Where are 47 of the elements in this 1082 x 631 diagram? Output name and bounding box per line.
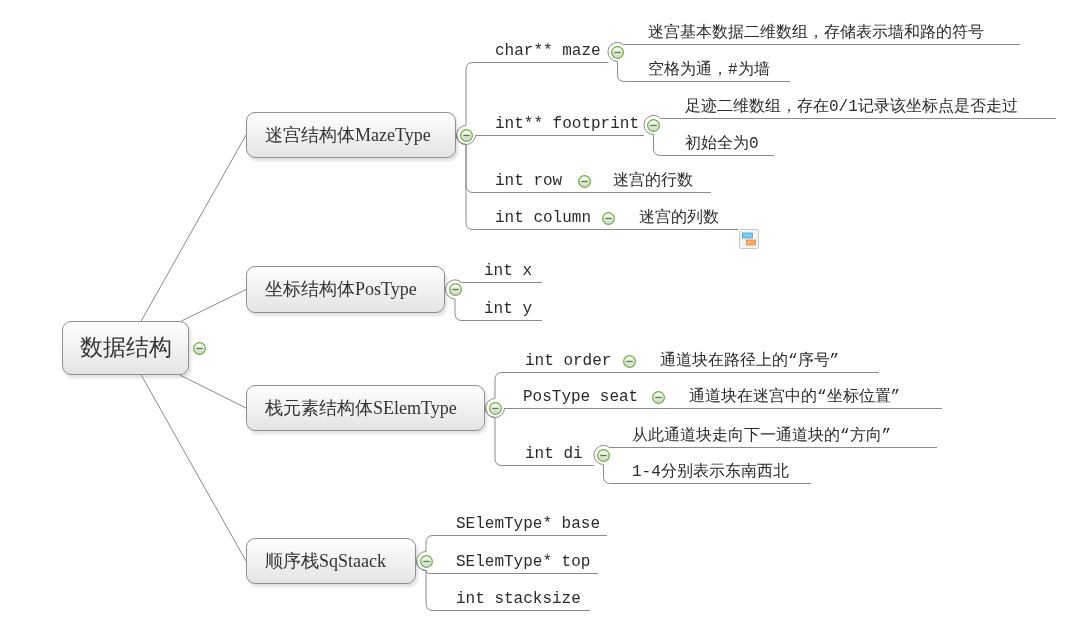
subtopic-text: PosType seat [504,387,646,409]
branch-line [618,372,641,373]
subtopic-text: 足迹二维数组，存在0/1记录该坐标点是否走过 [662,97,1056,119]
subtopic-text: 迷宫的列数 [620,208,738,230]
subtopic-text: SElemType* base [437,514,607,536]
subtopic-text: int y [463,299,542,321]
branch-line [455,134,479,145]
connector-line [140,374,247,562]
subtopic-text: 通道块在路径上的“序号” [640,351,879,373]
subtopic-text: 从此通道块走向下一通道块的“方向” [612,426,937,448]
topic-title: 坐标结构体PosType [265,278,417,301]
subtopic-text: 空格为通，#为墙 [628,60,790,82]
topic-title: 栈元素结构体SElemType [265,396,457,420]
subtopic-text: int row [478,171,572,193]
branch-line [643,115,663,126]
topic-title: 迷宫结构体MazeType [265,123,431,147]
connector-line [180,289,247,322]
subtopic-text: char** maze [478,41,608,63]
branch-line [571,192,597,193]
connector-line [140,134,247,322]
branch-line [415,560,438,611]
subtopic-text: int** footprint [478,114,644,136]
subtopic-text: 1-4分别表示东南西北 [612,462,811,484]
topic-box [246,538,416,584]
subtopic-text: int di [504,444,594,466]
topic-box [246,266,445,313]
central-topic-box [62,321,189,375]
branch-line [484,407,505,418]
subtopic-text: int column [478,208,596,230]
branch-line [593,445,613,456]
subtopic-text: int x [463,261,542,283]
subtopic-text: int order [504,351,619,373]
central-topic-title: 数据结构 [79,333,172,362]
subtopic-text: 迷宫基本数据二维数组，存储表示墙和路的符号 [628,23,1020,45]
branch-line [444,279,464,290]
subtopic-text: 迷宫的行数 [596,171,711,193]
subtopic-text: 初始全为0 [662,134,774,156]
branch-line [607,42,629,53]
subtopic-text: int stacksize [437,589,590,611]
branch-line [645,408,671,409]
branch-line [595,229,621,230]
topic-box [246,112,456,158]
subtopic-text: 通道块在迷宫中的“坐标位置” [670,387,942,409]
topic-box [246,385,485,431]
connector-line [179,374,247,409]
topic-title: 顺序栈SqStaack [265,549,386,573]
subtopic-text: SElemType* top [437,552,598,574]
